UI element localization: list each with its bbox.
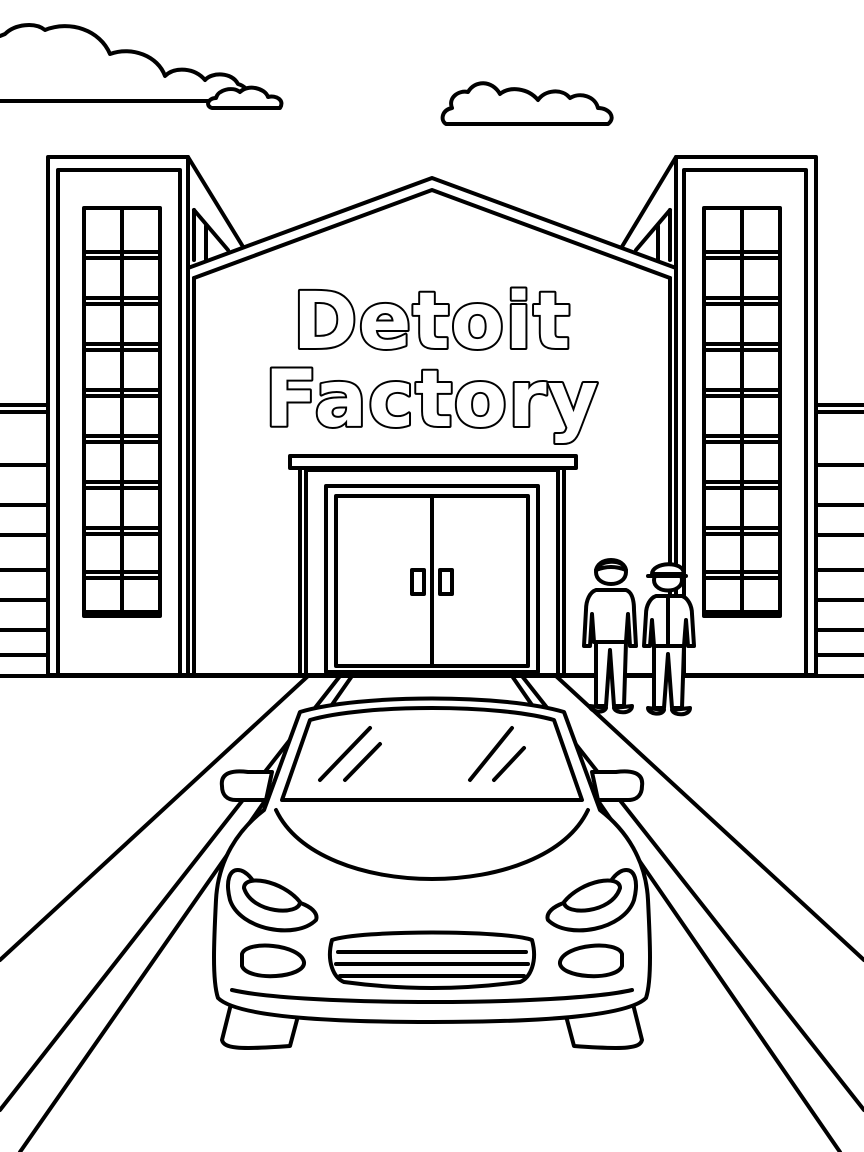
side-building-left — [0, 403, 50, 657]
car-grille — [327, 930, 537, 990]
factory-sign: Detoit Factory — [263, 275, 601, 447]
cloud-right — [440, 81, 614, 126]
person-right — [642, 562, 696, 717]
sign-line-2: Factory — [265, 355, 600, 445]
car-mirror-right — [590, 769, 645, 802]
door-handle-right — [438, 568, 454, 596]
factory-main-building — [186, 176, 678, 677]
door-handle-left — [410, 568, 426, 596]
sign-line-1: Detoit — [293, 277, 572, 367]
car-foglight-left — [240, 943, 306, 979]
tower-left-windows — [82, 206, 162, 618]
cloud-left — [0, 23, 284, 110]
tower-right-windows — [702, 206, 782, 618]
car — [212, 696, 652, 1050]
person-left — [582, 558, 638, 715]
factory-entrance — [288, 454, 578, 677]
car-windshield — [280, 706, 584, 802]
car-foglight-right — [558, 943, 624, 979]
car-mirror-left — [219, 769, 274, 802]
side-building-right — [814, 403, 864, 657]
